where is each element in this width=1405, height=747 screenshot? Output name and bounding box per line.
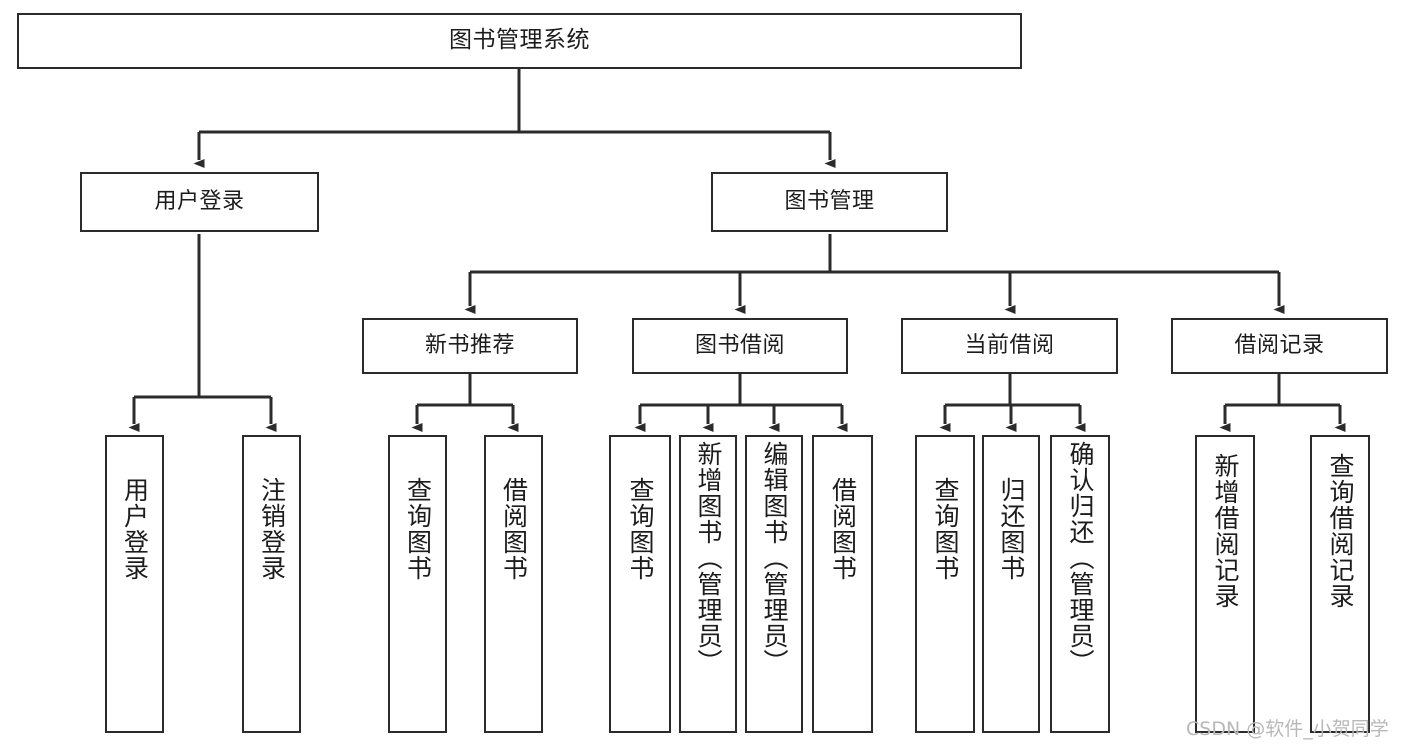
- node-label: 借阅记录: [1234, 333, 1325, 359]
- node-label: 用户登录: [154, 189, 245, 215]
- node-leaf-query-book-borrow[interactable]: 查询图书: [609, 435, 671, 733]
- node-leaf-user-login[interactable]: 用户登录: [105, 435, 164, 733]
- node-leaf-query-book-current[interactable]: 查询图书: [915, 435, 975, 733]
- node-label: 用户登录: [120, 477, 150, 581]
- node-label: 查询借阅记录: [1326, 453, 1355, 609]
- node-user-login[interactable]: 用户登录: [80, 172, 319, 232]
- node-leaf-add-borrow-record[interactable]: 新增借阅记录: [1195, 435, 1255, 733]
- node-label: 归还图书: [997, 477, 1026, 581]
- node-leaf-query-book-recommend[interactable]: 查询图书: [388, 435, 447, 733]
- node-label: 图书管理系统: [449, 27, 590, 54]
- node-book-management[interactable]: 图书管理: [711, 172, 948, 232]
- node-leaf-add-book-admin[interactable]: 新增图书（管理员）: [679, 435, 737, 733]
- node-label: 当前借阅: [964, 333, 1055, 359]
- node-leaf-query-borrow-record[interactable]: 查询借阅记录: [1310, 435, 1370, 733]
- node-label: 确认归还（管理员）: [1066, 441, 1095, 675]
- node-new-book-recommendation[interactable]: 新书推荐: [362, 318, 578, 374]
- node-root-book-management-system[interactable]: 图书管理系统: [17, 13, 1022, 69]
- node-current-borrowing[interactable]: 当前借阅: [901, 318, 1118, 374]
- node-label: 新书推荐: [424, 333, 515, 359]
- node-label: 查询图书: [931, 477, 960, 581]
- csdn-watermark: CSDN @软件_小贺同学: [1186, 718, 1389, 740]
- node-leaf-return-book[interactable]: 归还图书: [982, 435, 1040, 733]
- node-leaf-borrow-book-recommend[interactable]: 借阅图书: [484, 435, 543, 733]
- node-label: 图书借阅: [694, 333, 785, 359]
- node-label: 借阅图书: [499, 477, 529, 581]
- node-label: 查询图书: [403, 477, 433, 581]
- node-leaf-edit-book-admin[interactable]: 编辑图书（管理员）: [745, 435, 803, 733]
- node-leaf-logout[interactable]: 注销登录: [242, 435, 301, 733]
- node-borrowing-record[interactable]: 借阅记录: [1171, 318, 1388, 374]
- node-label: 查询图书: [626, 477, 655, 581]
- node-leaf-confirm-return-admin[interactable]: 确认归还（管理员）: [1050, 435, 1110, 733]
- node-label: 注销登录: [257, 477, 287, 581]
- node-label: 编辑图书（管理员）: [760, 441, 789, 675]
- node-label: 借阅图书: [828, 477, 858, 581]
- node-label: 新增图书（管理员）: [694, 441, 723, 675]
- node-label: 新增借阅记录: [1211, 453, 1240, 609]
- node-label: 图书管理: [784, 189, 875, 215]
- node-book-borrowing[interactable]: 图书借阅: [632, 318, 848, 374]
- node-leaf-borrow-book-borrow[interactable]: 借阅图书: [812, 435, 873, 733]
